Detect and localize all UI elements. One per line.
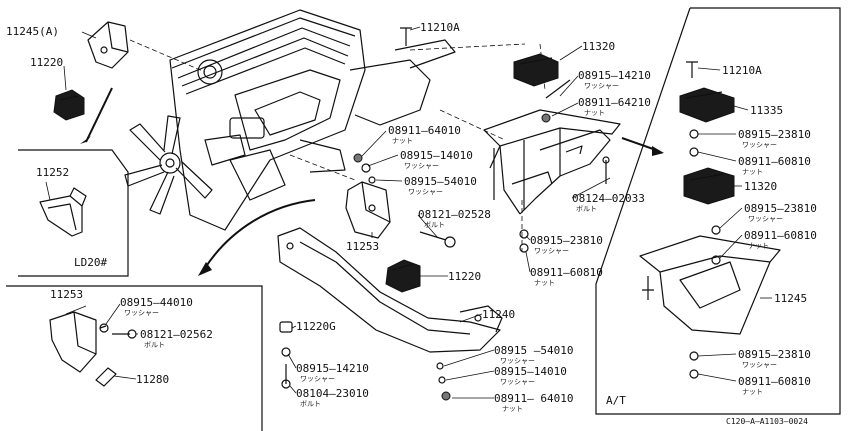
label-08915-14010-top: 08915–14010 xyxy=(400,149,473,162)
label-11210a-right: 11210A xyxy=(722,64,762,77)
arrow-head xyxy=(80,136,91,144)
plate-11280-drawing xyxy=(95,367,117,387)
label-08911-64210: 08911–64210 xyxy=(578,96,651,109)
sublabel-bolt: ボルト xyxy=(424,221,445,229)
insulator-11220-mid-drawing xyxy=(385,259,421,293)
sublabel-nut: ナット xyxy=(742,388,763,396)
insulator-11320-top-drawing xyxy=(513,53,559,87)
label-08124-02033: 08124–02033 xyxy=(572,192,645,205)
sublabel-nut: ナット xyxy=(534,279,555,287)
sublabel-washer: ワッシャー xyxy=(742,141,777,149)
label-08915-23810-r2: 08915–23810 xyxy=(744,202,817,215)
guide-line xyxy=(129,39,206,73)
label-11320-top: 11320 xyxy=(582,40,615,53)
guide-line xyxy=(439,109,506,141)
sublabel-washer: ワッシャー xyxy=(300,375,335,383)
arrow-to-lower-inset xyxy=(204,199,316,269)
label-08121-02562: 08121–02562 xyxy=(140,328,213,341)
label-11252: 11252 xyxy=(36,166,69,179)
insulator-11220-left-drawing xyxy=(53,89,85,121)
arrow-to-at-inset xyxy=(621,137,657,151)
label-08915-14210-top: 08915–14210 xyxy=(578,69,651,82)
sublabel-washer: ワッシャー xyxy=(534,247,569,255)
label-11240: 11240 xyxy=(482,308,515,321)
engine-assembly xyxy=(169,9,456,231)
sublabel-bolt: ボルト xyxy=(576,205,597,213)
sublabel-washer: ワッシャー xyxy=(404,162,439,170)
label-08915-23810-mid: 08915–23810 xyxy=(530,234,603,247)
crossmember-11240-drawing xyxy=(277,227,503,353)
label-11320-right: 11320 xyxy=(744,180,777,193)
label-11210a-top: 11210A xyxy=(420,21,460,34)
sublabel-nut: ナット xyxy=(584,109,605,117)
label-ld20: LD20# xyxy=(74,256,107,269)
label-11220-mid: 11220 xyxy=(448,270,481,283)
arrow-to-ld20 xyxy=(85,87,113,143)
label-08915-23810-r3: 08915–23810 xyxy=(738,348,811,361)
label-11335: 11335 xyxy=(750,104,783,117)
fasteners-center-right xyxy=(400,27,571,253)
lower-left-inset-frame xyxy=(6,285,263,431)
label-11220g: 11220G xyxy=(296,320,336,333)
reference-code: C120–A–A1103–0024 xyxy=(726,417,808,426)
sublabel-nut: ナット xyxy=(392,137,413,145)
sublabel-nut: ナット xyxy=(742,168,763,176)
sublabel-washer: ワッシャー xyxy=(500,378,535,386)
label-08911-60810-mid: 08911–60810 xyxy=(530,266,603,279)
sublabel-washer: ワッシャー xyxy=(748,215,783,223)
arrow-head xyxy=(652,146,664,156)
bracket-11252-drawing xyxy=(39,187,87,237)
leader-lines xyxy=(45,26,772,399)
label-08915-14010-bot: 08915–14010 xyxy=(494,365,567,378)
label-08911-60810-r3: 08911–60810 xyxy=(738,375,811,388)
at-inset-frame xyxy=(595,7,841,415)
label-11245-right: 11245 xyxy=(774,292,807,305)
label-11245a: 11245(A) xyxy=(6,25,59,38)
bracket-11253-lower-drawing xyxy=(49,311,137,373)
sublabel-washer: ワッシャー xyxy=(408,188,443,196)
sublabel-washer: ワッシャー xyxy=(584,82,619,90)
label-08911-60810-r2: 08911–60810 xyxy=(744,229,817,242)
bracket-11245a-drawing xyxy=(87,21,129,69)
sublabel-washer: ワッシャー xyxy=(124,309,159,317)
guide-line xyxy=(409,43,526,51)
label-08915-14210-bot: 08915–14210 xyxy=(296,362,369,375)
ld20-inset-frame xyxy=(18,149,129,277)
sublabel-bolt: ボルト xyxy=(144,341,165,349)
guide-line xyxy=(289,154,356,181)
sublabel-nut: ナット xyxy=(748,242,769,250)
label-08915-44010: 08915–44010 xyxy=(120,296,193,309)
label-08915-54010-bot: 08915 –54010 xyxy=(494,344,573,357)
label-11220-left: 11220 xyxy=(30,56,63,69)
sublabel-washer: ワッシャー xyxy=(500,357,535,365)
fastener-stack-top xyxy=(353,153,376,184)
label-08915-23810-r1: 08915–23810 xyxy=(738,128,811,141)
label-11253-left: 11253 xyxy=(50,288,83,301)
label-at: A/T xyxy=(606,394,626,407)
label-08104-23010: 08104–23010 xyxy=(296,387,369,400)
label-11253-mid: 11253 xyxy=(346,240,379,253)
label-08911-64010-bot: 08911– 64010 xyxy=(494,392,573,405)
arrow-head xyxy=(198,262,212,276)
label-08911-60810-r1: 08911–60810 xyxy=(738,155,811,168)
sublabel-bolt: ボルト xyxy=(300,400,321,408)
label-08911-64010-top: 08911–64010 xyxy=(388,124,461,137)
cooling-fan xyxy=(124,115,213,215)
label-08915-54010-top: 08915–54010 xyxy=(404,175,477,188)
sublabel-washer: ワッシャー xyxy=(742,361,777,369)
sublabel-nut: ナット xyxy=(502,405,523,413)
label-08121-02528: 08121–02528 xyxy=(418,208,491,221)
bracket-11253-mid-drawing xyxy=(345,181,456,248)
fastener-stack-bottom xyxy=(279,321,451,401)
frame-bracket-center-drawing xyxy=(483,109,621,215)
at-assembly-drawing xyxy=(639,61,781,379)
label-11280: 11280 xyxy=(136,373,169,386)
